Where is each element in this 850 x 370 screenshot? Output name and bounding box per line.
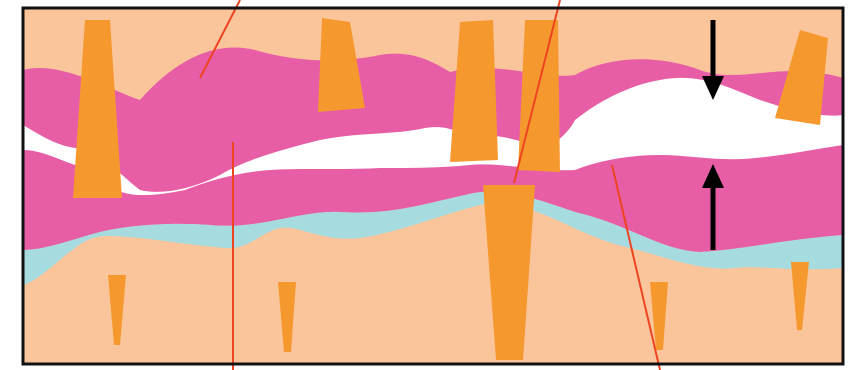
orange-block-4 [518,20,560,172]
